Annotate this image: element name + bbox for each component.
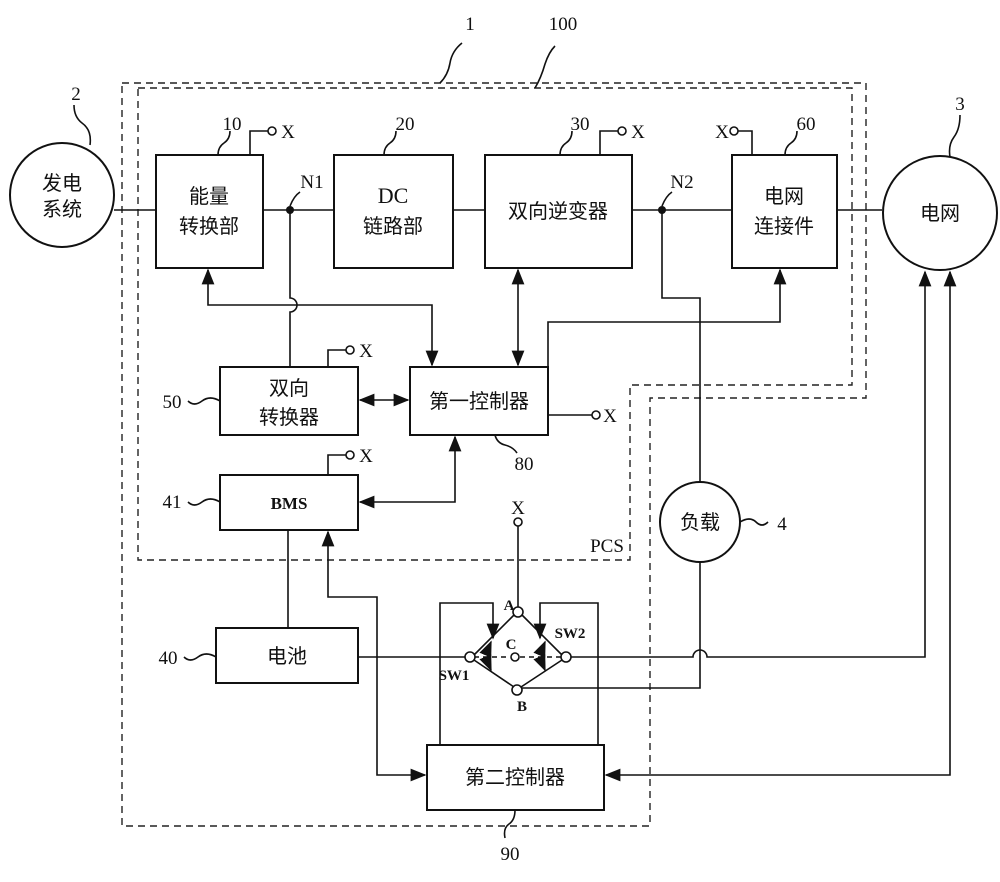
generation-system [10,143,114,247]
leader-60 [785,131,797,155]
load-label: 负载 [680,510,720,534]
dc-label: DC [378,183,409,208]
bms-label: BMS [271,494,308,513]
energy-label: 转换部 [179,214,239,238]
ref-80: 80 [515,454,534,475]
leader-n1 [290,192,300,206]
sw2-to-grid [570,272,925,657]
ref-4: 4 [777,514,787,535]
x-terminal: X [359,446,373,467]
ref-90: 90 [501,844,520,865]
ctrl-gridconn-link [548,270,780,367]
grid-label: 电网 [920,201,960,225]
leader-50 [188,398,220,404]
sw2-label: SW2 [555,626,586,642]
x-terminal-line [328,350,346,367]
n1-label: N1 [300,172,323,193]
x-terminal [514,518,522,526]
ref-40: 40 [159,648,178,669]
leader-4 [740,519,768,525]
leader-20 [384,131,396,155]
ref-2: 2 [71,84,81,105]
ctrl2-label: 第二控制器 [465,765,565,789]
leader-1 [440,43,462,83]
n2-to-load [662,210,700,482]
node-a [513,607,523,617]
ctrl1-label: 第一控制器 [429,389,529,413]
x-terminal-line [328,455,346,475]
gridconn-label: 连接件 [754,214,814,238]
n1-to-converter [290,210,297,367]
ref-100: 100 [549,14,578,35]
node-b [512,685,522,695]
x-terminal: X [603,406,617,427]
ref-10: 10 [223,114,242,135]
leader-80 [495,435,517,453]
leader-100 [535,46,555,88]
energy-label: 能量 [189,184,229,208]
x-terminal-line [250,131,268,155]
leader-3 [950,115,961,157]
x-terminal-label: X [511,498,525,519]
gen-label: 系统 [42,197,82,221]
pcs-label: PCS [590,536,624,557]
inverter-label: 双向逆变器 [508,199,608,223]
converter-label: 转换器 [259,405,319,429]
node-sw2 [561,652,571,662]
ref-3: 3 [955,94,965,115]
sw2-actuation [542,642,545,670]
dc-label: 链路部 [363,214,423,238]
gridconn-label: 电网 [764,184,804,208]
switch-bridge [474,614,562,687]
n2-label: N2 [670,172,693,193]
x-terminal: X [715,122,729,143]
ctrl2-sw2-control [540,603,598,745]
a-label: A [504,598,515,614]
x-terminal: X [631,122,645,143]
gen-label: 发电 [42,171,82,195]
leader-41 [188,499,220,505]
sw1-label: SW1 [439,668,470,684]
x-terminal: X [281,122,295,143]
leader-n2 [662,192,672,206]
battery-label: 电池 [267,644,307,668]
c-label: C [506,637,517,653]
leader-90 [505,810,516,838]
x-terminal: X [359,341,373,362]
grid-connector [732,155,837,268]
energy-converter [156,155,263,268]
x-terminal-line [738,131,752,155]
sw1-actuation [488,642,491,670]
ref-1: 1 [465,14,475,35]
x-terminal-line [600,131,618,155]
ctrl-bms-link [360,437,455,502]
dc-link [334,155,453,268]
ref-50: 50 [163,392,182,413]
node-c [511,653,519,661]
b-label: B [517,699,527,715]
node-sw1 [465,652,475,662]
ref-41: 41 [163,492,182,513]
ref-20: 20 [396,114,415,135]
leader-2 [74,105,90,145]
ref-60: 60 [797,114,816,135]
ctrl-energy-link [208,270,432,365]
ref-30: 30 [571,114,590,135]
leader-40 [184,654,216,660]
converter-label: 双向 [269,376,309,400]
